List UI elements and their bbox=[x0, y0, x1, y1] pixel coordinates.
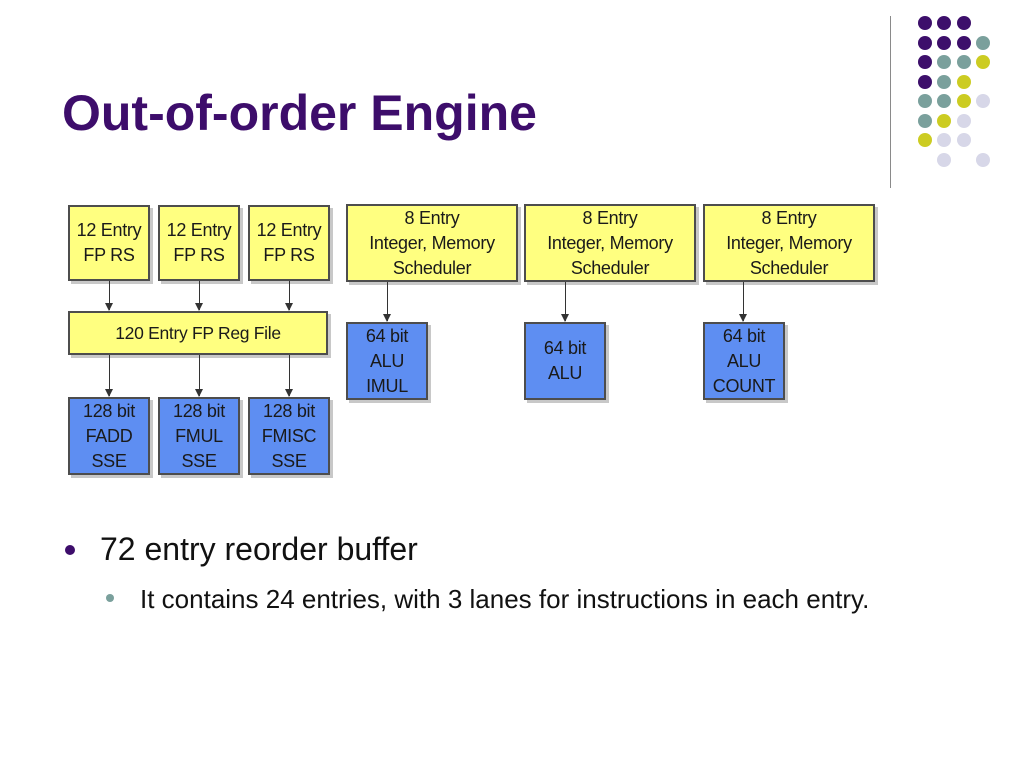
int-unit-extra: COUNT bbox=[712, 375, 776, 396]
int-unit-width: 64 bit bbox=[365, 325, 409, 346]
arrow-regfile-to-fadd bbox=[105, 355, 113, 397]
arrow-regfile-to-fmisc bbox=[285, 355, 293, 397]
fp-rs-label: FP RS bbox=[173, 245, 225, 265]
arrow-regfile-to-fmul bbox=[195, 355, 203, 397]
fp-unit-isa: SSE bbox=[91, 450, 127, 471]
fp-unit-width: 128 bit bbox=[263, 400, 315, 421]
int-scheduler-entries: 8 Entry bbox=[761, 207, 817, 228]
fp-rs-box-2: 12 Entry FP RS bbox=[158, 205, 240, 281]
fp-unit-fmisc: 128 bit FMISC SSE bbox=[248, 397, 330, 475]
bullet-dot-level-2 bbox=[106, 594, 114, 602]
page-title: Out-of-order Engine bbox=[62, 85, 537, 141]
fp-unit-fmul: 128 bit FMUL SSE bbox=[158, 397, 240, 475]
arrow-scheduler-3-to-alu bbox=[739, 282, 747, 322]
int-unit-op: ALU bbox=[726, 350, 762, 371]
arrow-fp-rs-1-to-regfile bbox=[105, 281, 113, 311]
bullet-level-1: 72 entry reorder buffer bbox=[100, 531, 418, 567]
arrow-scheduler-2-to-alu bbox=[561, 282, 569, 322]
arrow-fp-rs-3-to-regfile bbox=[285, 281, 293, 311]
fp-reg-file-label: 120 Entry FP Reg File bbox=[115, 322, 281, 343]
fp-unit-op: FMUL bbox=[175, 425, 223, 446]
fp-unit-op: FADD bbox=[85, 425, 133, 446]
out-of-order-engine-diagram: 12 Entry FP RS 12 Entry FP RS 12 Entry F… bbox=[68, 204, 875, 475]
fp-rs-entries: 12 Entry bbox=[166, 220, 232, 240]
int-scheduler-label: Scheduler bbox=[749, 257, 829, 278]
fp-rs-label: FP RS bbox=[83, 245, 135, 265]
int-unit-alu: 64 bit ALU bbox=[524, 322, 606, 400]
int-scheduler-type: Integer, Memory bbox=[547, 232, 673, 253]
fp-unit-isa: SSE bbox=[181, 450, 217, 471]
int-scheduler-type: Integer, Memory bbox=[369, 232, 495, 253]
fp-unit-width: 128 bit bbox=[83, 400, 135, 421]
fp-unit-fadd: 128 bit FADD SSE bbox=[68, 397, 150, 475]
int-unit-alu-count: 64 bit ALU COUNT bbox=[703, 322, 785, 400]
int-scheduler-label: Scheduler bbox=[570, 257, 650, 278]
int-scheduler-box-2: 8 Entry Integer, Memory Scheduler bbox=[524, 204, 696, 282]
header-divider bbox=[890, 16, 891, 188]
int-scheduler-box-3: 8 Entry Integer, Memory Scheduler bbox=[703, 204, 875, 282]
fp-reg-file-box: 120 Entry FP Reg File bbox=[68, 311, 328, 355]
fp-rs-box-1: 12 Entry FP RS bbox=[68, 205, 150, 281]
arrow-scheduler-1-to-alu bbox=[383, 282, 391, 322]
int-scheduler-box-1: 8 Entry Integer, Memory Scheduler bbox=[346, 204, 518, 282]
fp-rs-entries: 12 Entry bbox=[76, 220, 142, 240]
arrow-fp-rs-2-to-regfile bbox=[195, 281, 203, 311]
int-unit-op: ALU bbox=[369, 350, 405, 371]
int-unit-width: 64 bit bbox=[722, 325, 766, 346]
int-scheduler-label: Scheduler bbox=[392, 257, 472, 278]
fp-rs-box-3: 12 Entry FP RS bbox=[248, 205, 330, 281]
fp-rs-entries: 12 Entry bbox=[256, 220, 322, 240]
fp-unit-op: FMISC bbox=[261, 425, 317, 446]
int-scheduler-entries: 8 Entry bbox=[582, 207, 638, 228]
int-scheduler-entries: 8 Entry bbox=[404, 207, 460, 228]
int-scheduler-type: Integer, Memory bbox=[726, 232, 852, 253]
fp-unit-width: 128 bit bbox=[173, 400, 225, 421]
bullet-level-2: It contains 24 entries, with 3 lanes for… bbox=[140, 584, 870, 614]
int-unit-op: ALU bbox=[547, 363, 583, 383]
int-unit-alu-imul: 64 bit ALU IMUL bbox=[346, 322, 428, 400]
fp-unit-isa: SSE bbox=[271, 450, 307, 471]
int-unit-width: 64 bit bbox=[543, 338, 587, 358]
bullet-dot-level-1 bbox=[65, 545, 75, 555]
fp-rs-label: FP RS bbox=[263, 245, 315, 265]
int-unit-extra: IMUL bbox=[366, 375, 408, 396]
